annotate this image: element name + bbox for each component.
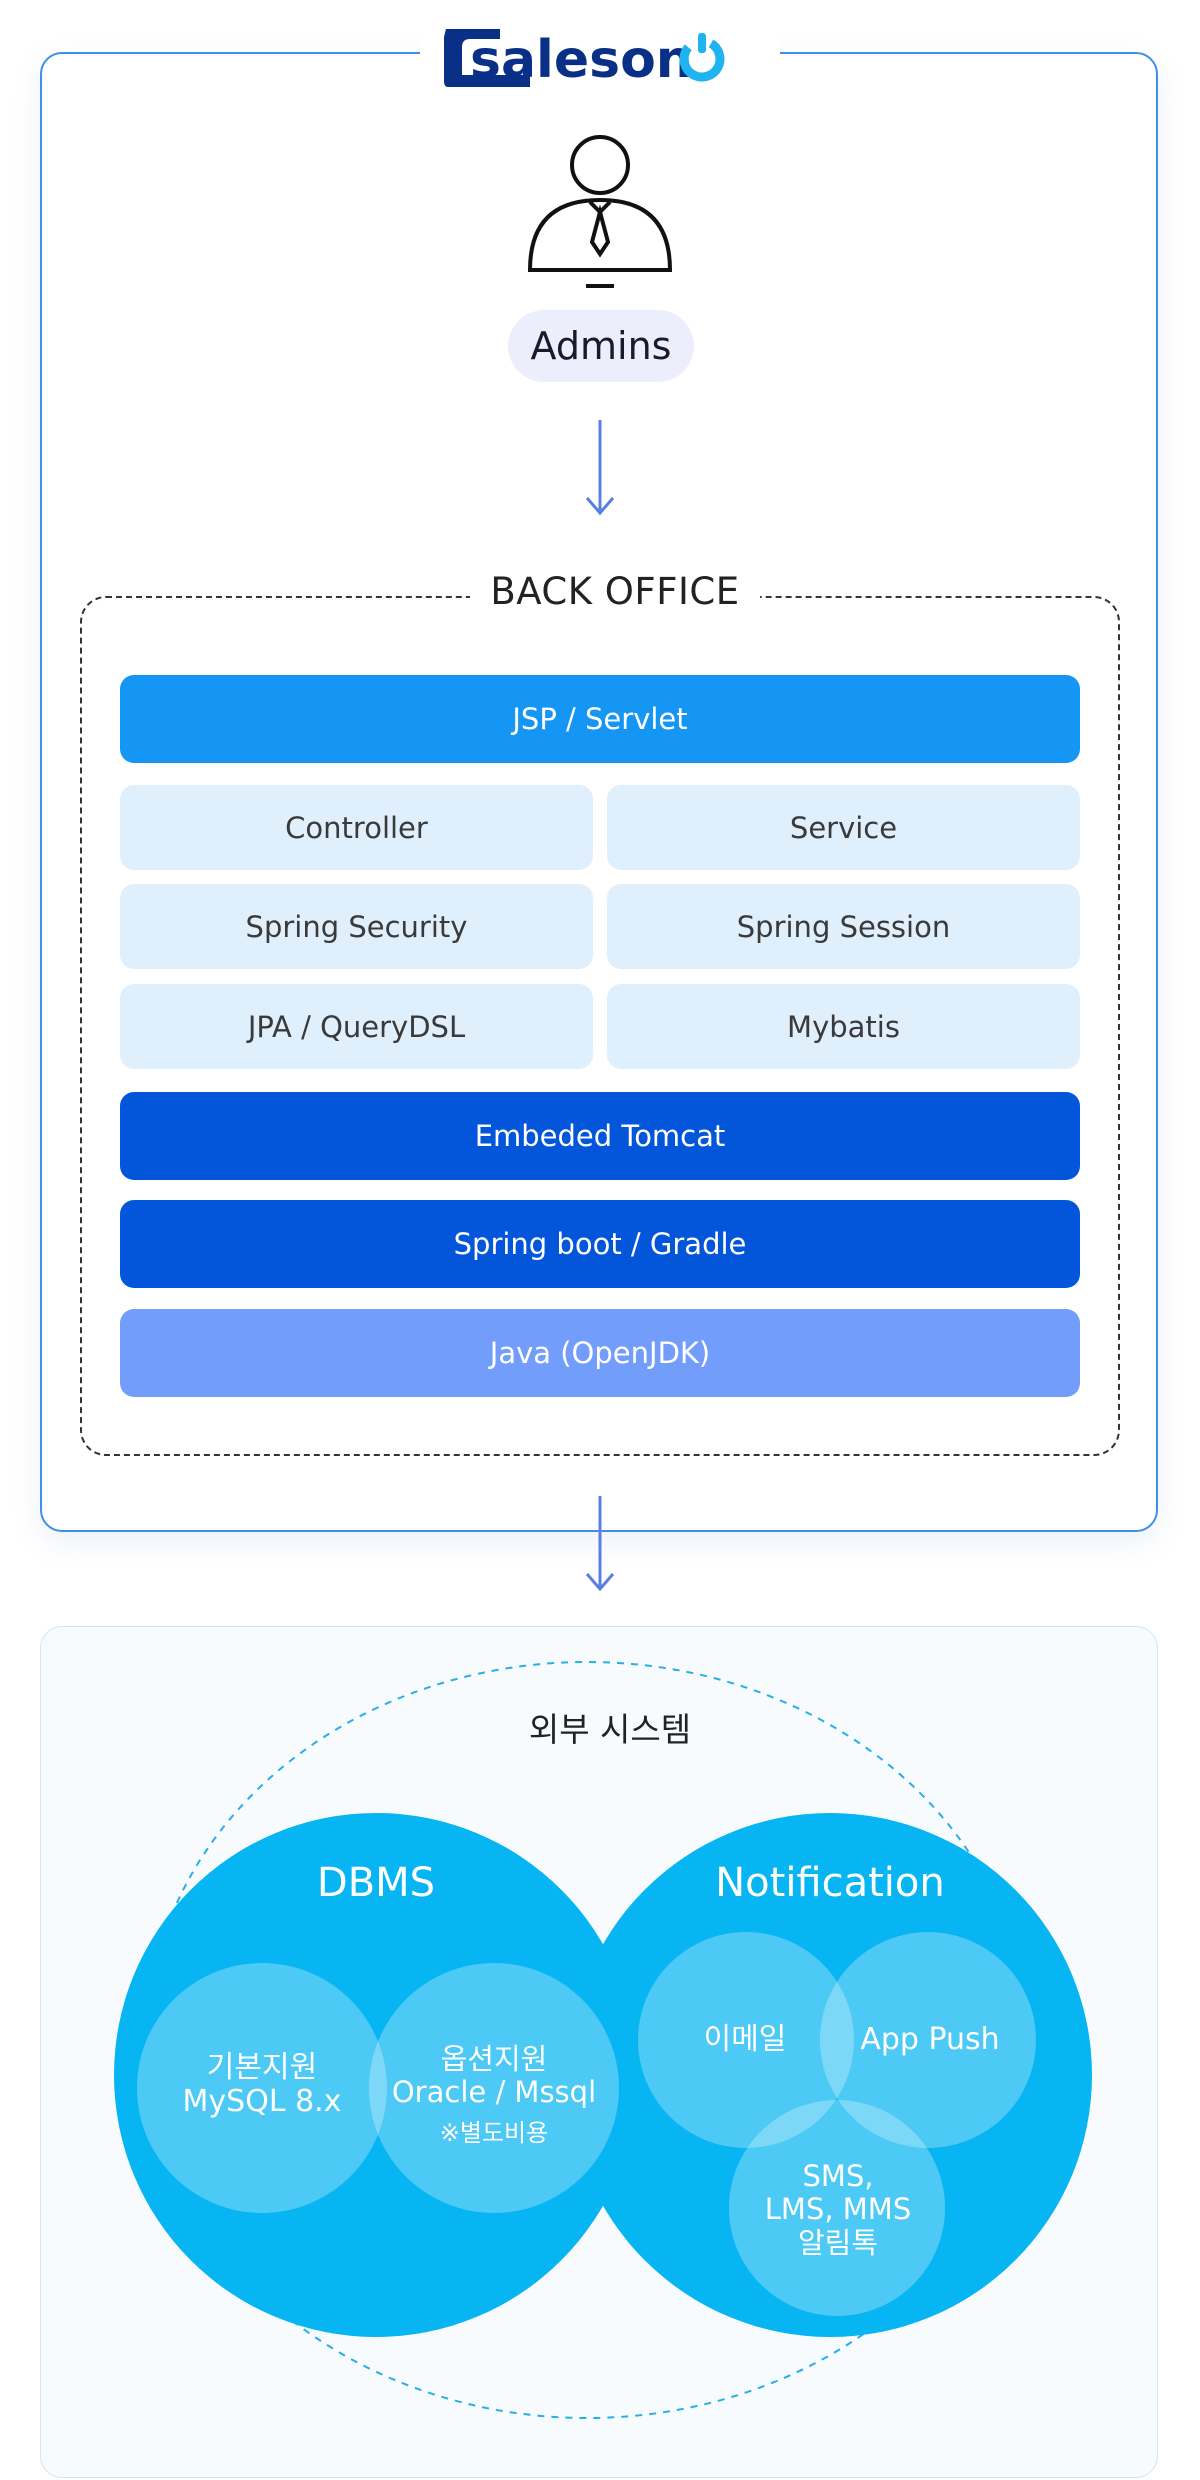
- sms-line3: 알림톡: [797, 2225, 879, 2260]
- app-push-text: App Push: [860, 2021, 1000, 2057]
- optional-support-note: ※별도비용: [439, 2118, 549, 2147]
- spring-session-cell: Spring Session: [607, 884, 1080, 969]
- app-push-circle: [820, 1932, 1036, 2148]
- sms-line2: LMS, MMS: [764, 2192, 912, 2227]
- spring-security-cell: Spring Security: [120, 884, 593, 969]
- mybatis-cell: Mybatis: [607, 984, 1080, 1069]
- email-text: 이메일: [703, 2021, 787, 2057]
- jsp-servlet-bar: JSP / Servlet: [120, 675, 1080, 763]
- optional-support-line1: 옵션지원: [440, 2041, 548, 2076]
- admin-user-icon: [527, 135, 673, 288]
- java-openjdk-bar: Java (OpenJDK): [120, 1309, 1080, 1397]
- sms-line1: SMS,: [802, 2158, 874, 2193]
- jpa-querydsl-cell: JPA / QueryDSL: [120, 984, 593, 1069]
- optional-support-line2: Oracle / Mssql: [391, 2075, 597, 2110]
- dbms-title: DBMS: [316, 1860, 436, 1906]
- back-office-title: BACK OFFICE: [470, 566, 760, 616]
- saleson-logo: saleson: [420, 10, 780, 100]
- embeded-tomcat-bar: Embeded Tomcat: [120, 1092, 1080, 1180]
- optional-support-circle: [369, 1963, 619, 2213]
- sms-text: SMS, LMS, MMS 알림톡: [740, 2140, 936, 2280]
- controller-cell: Controller: [120, 785, 593, 870]
- sms-circle: [729, 2100, 945, 2316]
- notification-circle: [568, 1813, 1092, 2337]
- basic-support-circle: [137, 1963, 387, 2213]
- external-system-title: 외부 시스템: [505, 1700, 715, 1754]
- optional-support-text: 옵션지원 Oracle / Mssql ※별도비용: [372, 2020, 616, 2170]
- notification-title: Notification: [715, 1860, 945, 1906]
- basic-support-line2: MySQL 8.x: [182, 2084, 342, 2119]
- email-circle: [638, 1932, 854, 2148]
- admins-label: Admins: [508, 310, 694, 382]
- spring-boot-gradle-bar: Spring boot / Gradle: [120, 1200, 1080, 1288]
- logo-text: saleson: [470, 30, 693, 90]
- basic-support-text: 기본지원 MySQL 8.x: [140, 2030, 384, 2140]
- dbms-circle: [114, 1813, 638, 2337]
- service-cell: Service: [607, 785, 1080, 870]
- arrow-down-icon: [585, 420, 615, 516]
- basic-support-line1: 기본지원: [206, 2049, 318, 2085]
- arrow-down-icon: [585, 1496, 615, 1592]
